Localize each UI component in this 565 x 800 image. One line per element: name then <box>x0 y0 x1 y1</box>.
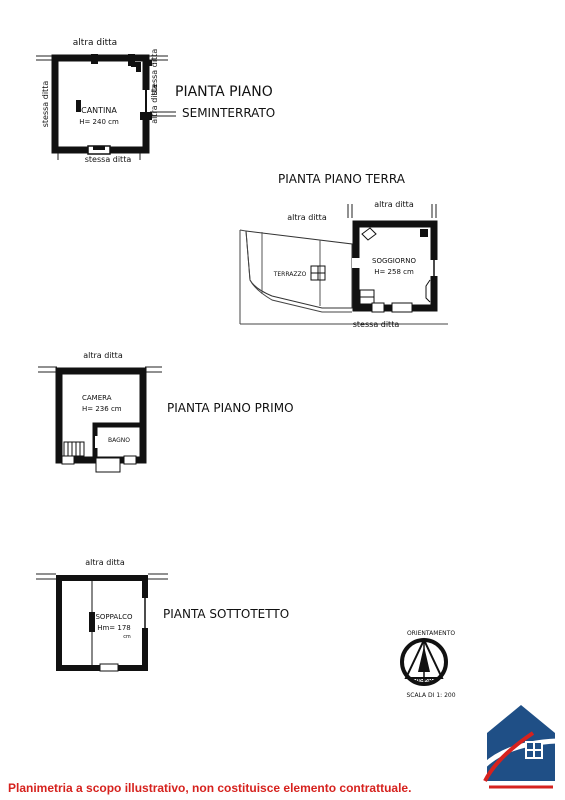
cantina-height: H= 240 cm <box>79 118 119 126</box>
compass-icon <box>400 637 448 686</box>
sottotetto-label-top: altra ditta <box>85 558 125 567</box>
terra-label-top-right: altra ditta <box>374 200 414 209</box>
title-terra: PIANTA PIANO TERRA <box>278 172 406 186</box>
soppalco-height: Hm= 178 <box>97 624 131 632</box>
orientation-north: NORD <box>416 677 432 683</box>
camera-height: H= 236 cm <box>82 405 122 413</box>
soggiorno-label: SOGGIORNO <box>372 257 416 265</box>
plan-seminterrato <box>36 54 176 160</box>
scale-label: SCALA DI 1: 200 <box>406 692 455 699</box>
title-seminterrato-line1: PIANTA PIANO <box>175 84 273 100</box>
disclaimer-text: Planimetria a scopo illustrativo, non co… <box>8 781 412 795</box>
sem-label-top: altra ditta <box>73 38 117 48</box>
terrazzo-label: TERRAZZO <box>273 271 307 278</box>
orientation-title: ORIENTAMENTO <box>407 630 455 637</box>
soggiorno-height: H= 258 cm <box>374 268 414 276</box>
title-sottotetto: PIANTA SOTTOTETTO <box>163 607 289 621</box>
sem-label-right-lower: altra ditta <box>150 84 159 124</box>
sem-label-left: stessa ditta <box>41 81 50 128</box>
sem-label-right-upper: stessa ditta <box>150 49 159 96</box>
plan-primo <box>38 366 162 473</box>
camera-label: CAMERA <box>82 394 112 402</box>
bagno-label: BAGNO <box>108 437 130 444</box>
soppalco-walls <box>56 575 148 671</box>
title-seminterrato-line2: SEMINTERRATO <box>182 106 275 120</box>
cantina-label: CANTINA <box>81 106 117 115</box>
plan-sottotetto <box>36 573 168 672</box>
company-logo-icon <box>483 705 558 789</box>
terra-label-bottom: stessa ditta <box>353 320 400 329</box>
terra-label-top-left: altra ditta <box>287 213 327 222</box>
sem-label-bottom: stessa ditta <box>85 155 132 164</box>
title-primo: PIANTA PIANO PRIMO <box>167 401 294 415</box>
primo-label-top: altra ditta <box>83 351 123 360</box>
plan-terra <box>239 204 448 325</box>
soppalco-height-unit: cm <box>123 634 131 640</box>
soppalco-label: SOPPALCO <box>95 613 133 621</box>
cantina-walls <box>51 54 150 154</box>
